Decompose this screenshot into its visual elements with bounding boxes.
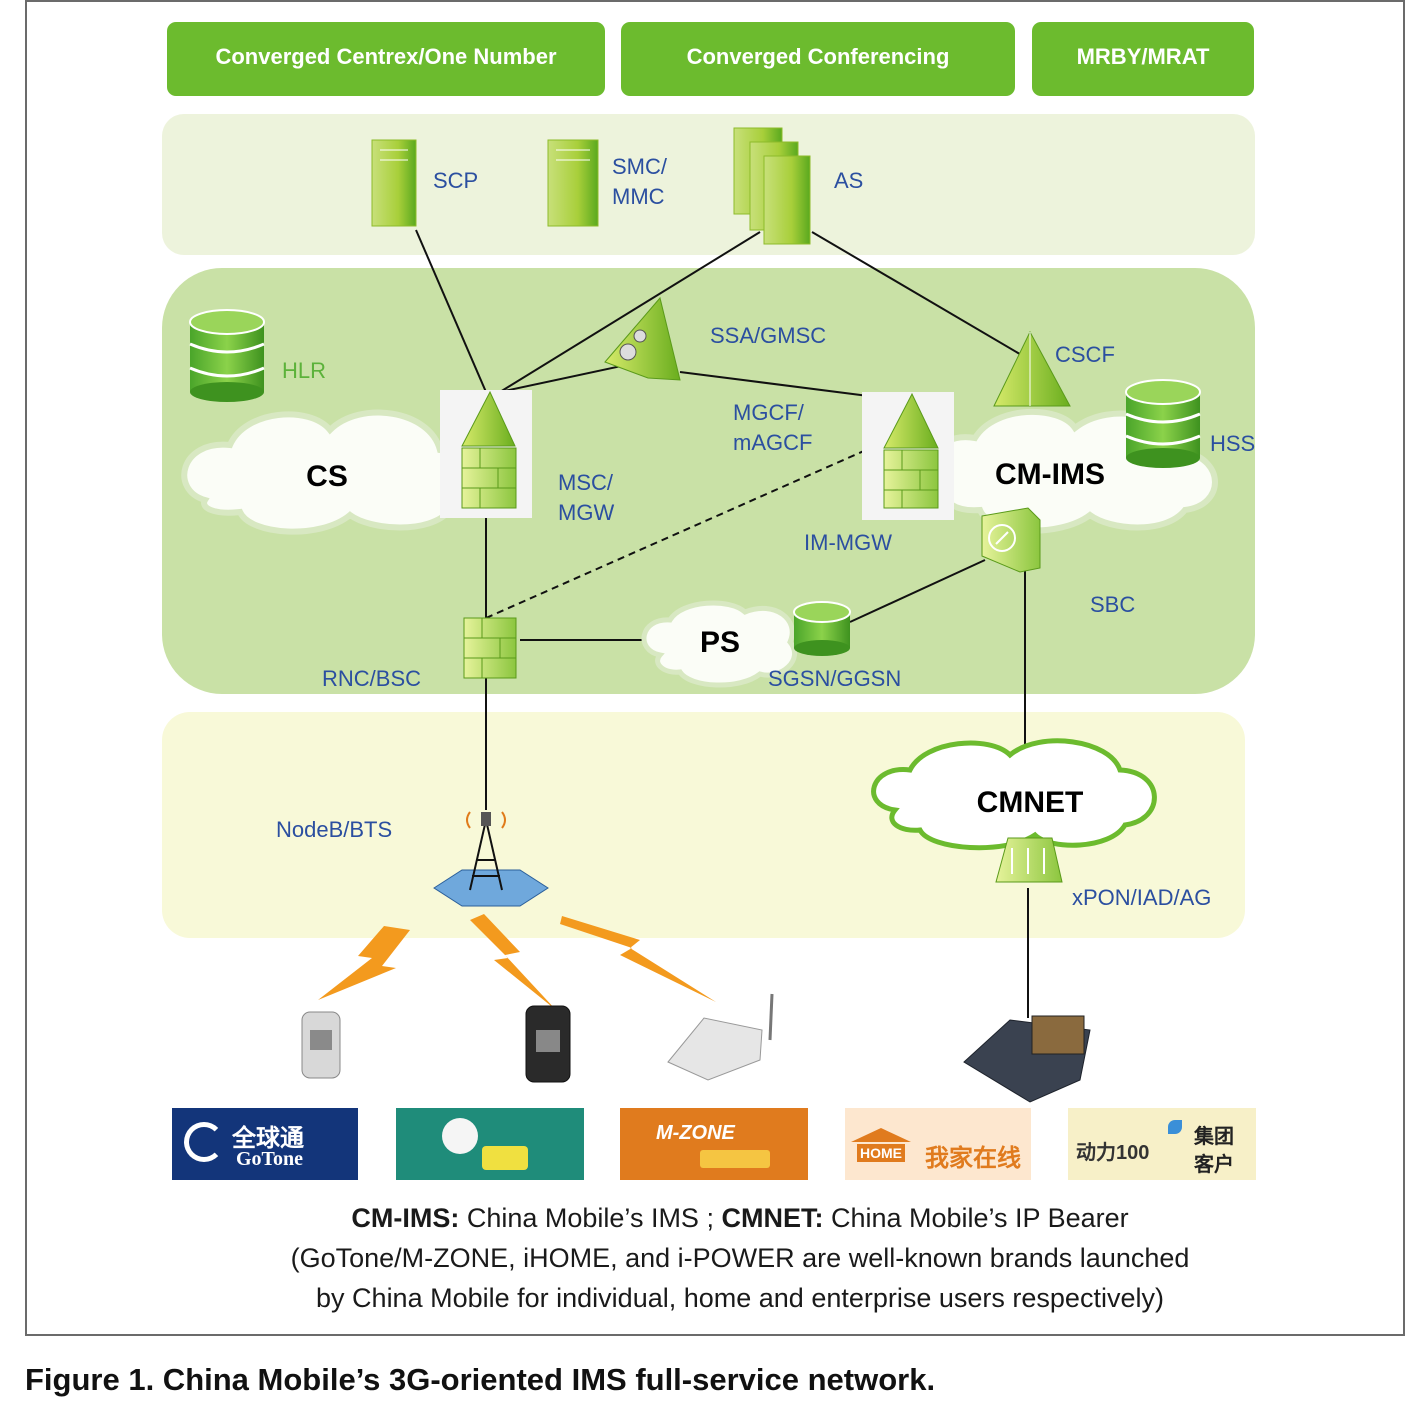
label-nodeb-bts: NodeB/BTS — [276, 817, 392, 842]
figure-caption: Figure 1. China Mobile’s 3G-oriented IMS… — [25, 1362, 936, 1397]
label-cs: CS — [306, 460, 348, 493]
label-scp: SCP — [433, 168, 478, 193]
brand-logo-ipower: 动力100 集团 客户 — [1068, 1108, 1256, 1180]
brand-logo-mzone: M-ZONE — [620, 1108, 808, 1180]
brand-logo-ihome: HOME 我家在线 — [845, 1108, 1031, 1180]
label-hss: HSS — [1210, 431, 1255, 456]
service-label-mrby: MRBY/MRAT — [1077, 44, 1210, 69]
mobile-phone-black-icon — [525, 1005, 571, 1083]
service-layer — [162, 114, 1255, 255]
cmnet-cloud — [871, 738, 1157, 851]
legend-line-3: by China Mobile for individual, home and… — [316, 1283, 1164, 1313]
legend-cm-ims-term: CM-IMS: — [351, 1203, 460, 1233]
service-bar-mrby: MRBY/MRAT — [1032, 22, 1254, 96]
legend-cmnet-def: China Mobile’s IP Bearer — [823, 1203, 1129, 1233]
sbc-icon — [981, 507, 1041, 573]
label-as: AS — [834, 168, 863, 193]
ps-cloud — [641, 600, 798, 688]
label-cm-ims: CM-IMS — [995, 458, 1105, 491]
rnc-bsc-icon — [463, 617, 517, 679]
ihome-house-icon — [851, 1128, 911, 1142]
mzone-text: M-ZONE — [656, 1122, 735, 1144]
legend-cm-ims-def: China Mobile’s IMS ; — [459, 1203, 722, 1233]
service-label-centrex: Converged Centrex/One Number — [215, 44, 557, 69]
easyown-badge-icon — [482, 1146, 528, 1170]
label-ssa-gmsc: SSA/GMSC — [710, 323, 826, 348]
label-rnc-bsc: RNC/BSC — [322, 666, 421, 691]
wireless-lightning-bolts — [318, 914, 716, 1010]
ihome-en-text: HOME — [857, 1144, 905, 1162]
ipower-cn1-text: 集团 — [1194, 1126, 1234, 1148]
mgcf-icon — [862, 392, 954, 520]
ipower-en-text: 动力100 — [1076, 1142, 1150, 1164]
label-sgsn-ggsn: SGSN/GGSN — [768, 666, 901, 691]
ihome-cn-text: 我家在线 — [925, 1145, 1021, 1172]
video-phone-icon — [963, 1015, 1091, 1103]
nodeb-tower-icon — [433, 811, 549, 907]
gotone-cn-text: 全球通 — [232, 1125, 304, 1152]
gotone-en-text: GoTone — [236, 1148, 304, 1170]
brand-logo-easyown — [396, 1108, 584, 1180]
mascot-icon — [442, 1118, 478, 1154]
label-xpon-iad-ag: xPON/IAD/AG — [1072, 885, 1211, 910]
as-server-stack-icon — [733, 127, 811, 245]
sgsn-ggsn-router-icon — [793, 601, 851, 656]
ssa-gmsc-icon — [604, 296, 681, 381]
label-magcf: mAGCF — [733, 430, 812, 455]
brand-logo-gotone: 全球通 GoTone — [172, 1108, 358, 1180]
msc-mgw-icon — [440, 390, 532, 518]
hlr-database-icon — [189, 309, 265, 402]
service-bar-conferencing: Converged Conferencing — [621, 22, 1015, 96]
hss-database-icon — [1125, 379, 1201, 468]
label-msc: MSC/ — [558, 470, 614, 495]
ipower-cn2-text: 客户 — [1194, 1154, 1234, 1176]
network-diagram: Converged Centrex/One Number Converged C… — [162, 22, 1255, 1103]
scp-server-icon — [371, 139, 417, 227]
service-label-conferencing: Converged Conferencing — [687, 44, 950, 69]
legend-cmnet-term: CMNET: — [721, 1203, 824, 1233]
label-sbc: SBC — [1090, 592, 1135, 617]
label-ps: PS — [700, 626, 740, 659]
core-layer — [162, 268, 1255, 694]
xpon-device-icon — [995, 837, 1063, 883]
label-mgcf: MGCF/ — [733, 400, 805, 425]
legend-line-1: CM-IMS: China Mobile’s IMS ; CMNET: Chin… — [150, 1198, 1330, 1238]
label-cmnet: CMNET — [977, 786, 1084, 819]
cscf-pyramid-icon — [993, 330, 1071, 407]
mobile-phone-silver-icon — [301, 1011, 341, 1079]
ipower-bird-icon — [1168, 1120, 1182, 1134]
label-mmc: MMC — [612, 184, 665, 209]
label-im-mgw: IM-MGW — [804, 530, 892, 555]
smc-server-icon — [547, 139, 599, 227]
label-mgw: MGW — [558, 500, 614, 525]
mzone-badge-icon — [700, 1150, 770, 1168]
fixed-wireless-phone-icon — [667, 993, 774, 1081]
label-cscf: CSCF — [1055, 342, 1115, 367]
label-hlr: HLR — [282, 358, 326, 383]
label-smc: SMC/ — [612, 154, 668, 179]
service-bar-centrex: Converged Centrex/One Number — [167, 22, 605, 96]
legend-line-2: (GoTone/M-ZONE, iHOME, and i-POWER are w… — [290, 1243, 1190, 1273]
